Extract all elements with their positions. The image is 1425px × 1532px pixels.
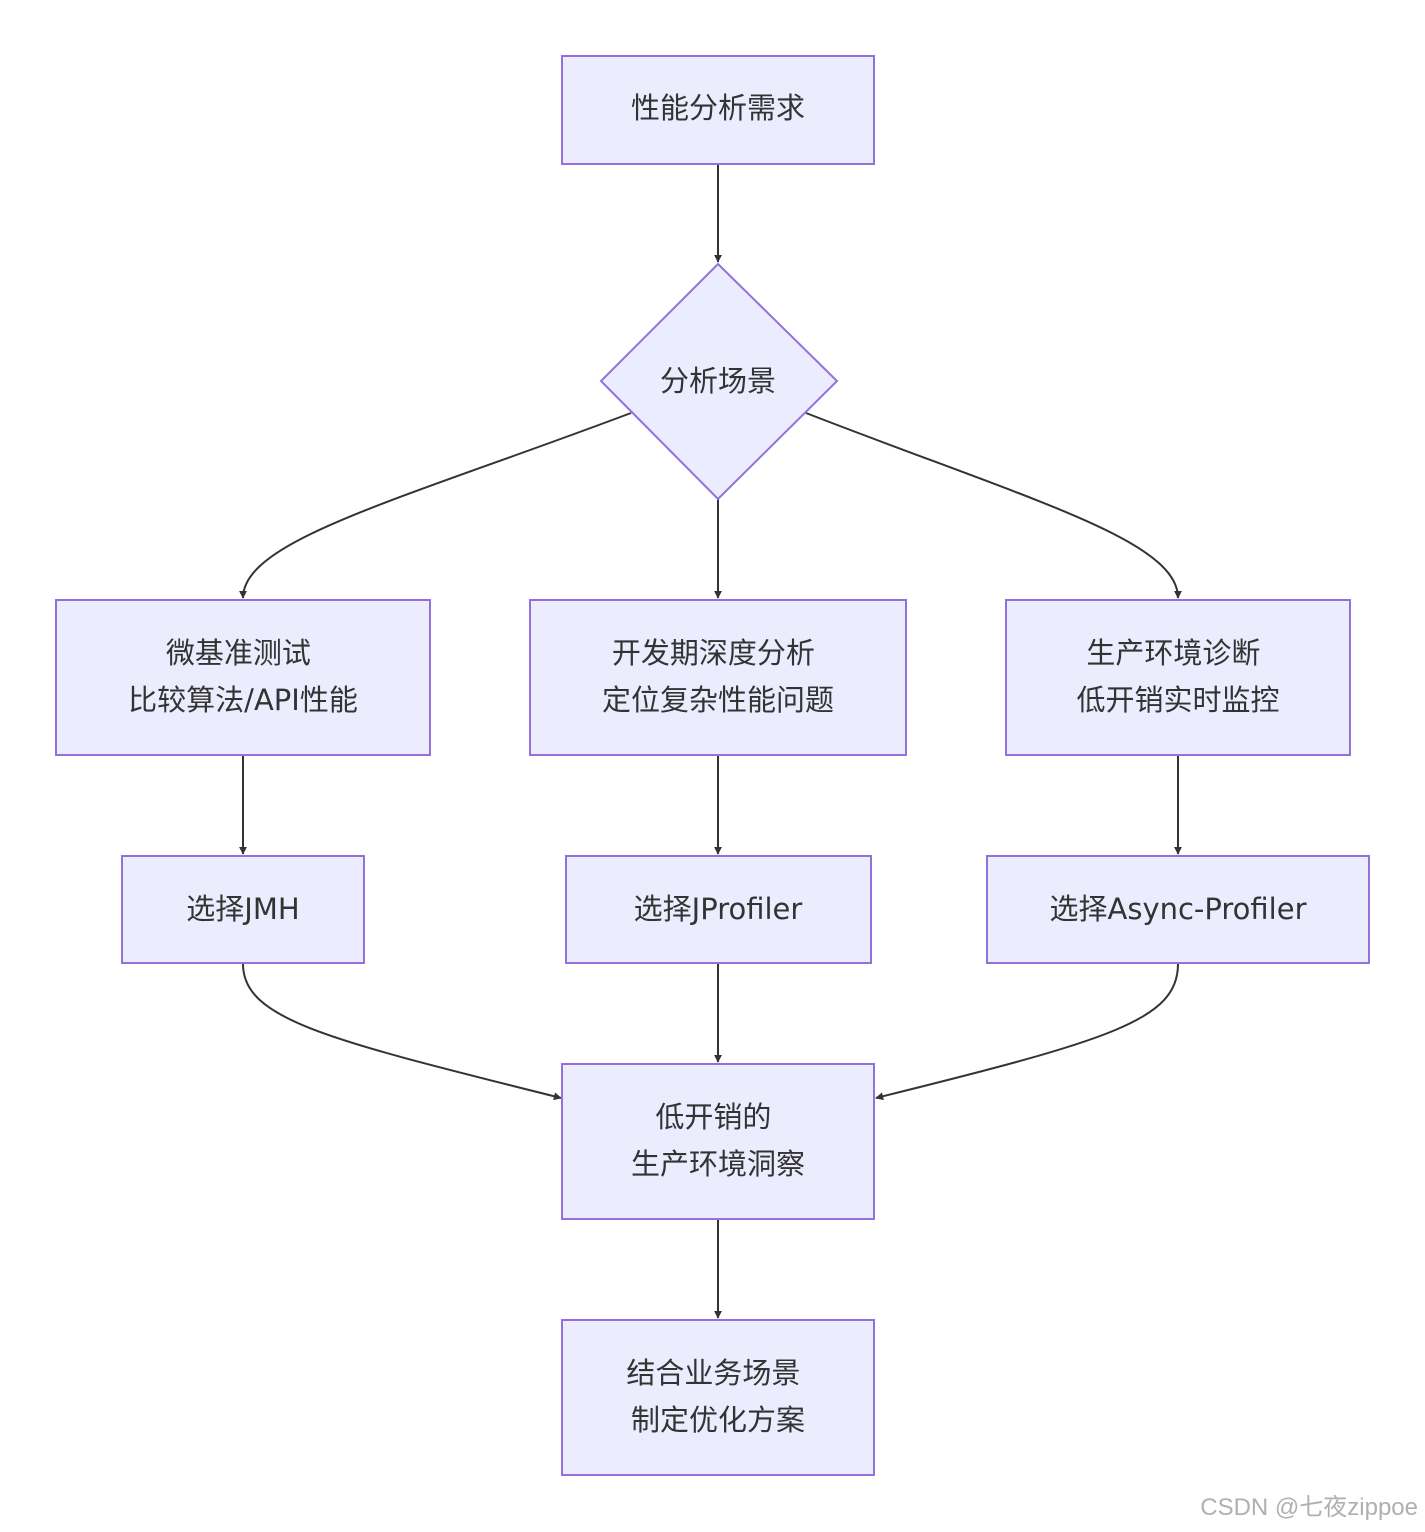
node-insight-line-1: 低开销的	[655, 1100, 771, 1134]
node-plan: 结合业务场景 制定优化方案	[561, 1319, 875, 1476]
node-choose-jprofiler-label: 选择JProfiler	[634, 892, 803, 926]
node-start: 性能分析需求	[561, 55, 875, 165]
node-dev-analysis: 开发期深度分析 定位复杂性能问题	[529, 599, 907, 756]
node-start-label: 性能分析需求	[631, 91, 805, 125]
node-choose-async-profiler-label: 选择Async-Profiler	[1050, 892, 1307, 926]
node-plan-line-1: 结合业务场景	[626, 1356, 800, 1390]
edge-decision-to-prod-diagnosis	[805, 412, 1182, 599]
node-choose-jmh-line-1: 选择JMH	[186, 892, 299, 926]
node-dev-analysis-line-1: 开发期深度分析	[612, 636, 815, 670]
node-choose-jmh: 选择JMH	[121, 855, 365, 964]
node-choose-async-profiler-line-1: 选择Async-Profiler	[1050, 892, 1307, 926]
node-choose-jprofiler: 选择JProfiler	[565, 855, 872, 964]
node-micro-benchmark: 微基准测试 比较算法/API性能	[55, 599, 431, 756]
node-dev-analysis-label: 开发期深度分析 定位复杂性能问题	[602, 636, 834, 717]
node-prod-diagnosis-line-1: 生产环境诊断	[1086, 636, 1260, 670]
node-choose-jmh-label: 选择JMH	[186, 892, 299, 926]
edge-decision-to-micro-benchmark	[239, 412, 632, 599]
watermark-text: CSDN @七夜zippoe	[1200, 1494, 1418, 1521]
node-prod-diagnosis: 生产环境诊断 低开销实时监控	[1005, 599, 1351, 756]
node-decision-line-1: 分析场景	[660, 364, 776, 398]
node-insight: 低开销的 生产环境洞察	[561, 1063, 875, 1220]
edge-jmh-to-insight	[242, 963, 562, 1101]
node-choose-jprofiler-line-1: 选择JProfiler	[634, 892, 803, 926]
edges	[239, 165, 1182, 1319]
node-plan-line-2: 制定优化方案	[631, 1403, 805, 1437]
node-prod-diagnosis-line-2: 低开销实时监控	[1076, 683, 1279, 717]
edge-async-profiler-to-insight	[875, 963, 1179, 1101]
node-micro-benchmark-label: 微基准测试 比较算法/API性能	[128, 636, 358, 717]
node-micro-benchmark-line-2: 比较算法/API性能	[128, 683, 358, 717]
node-micro-benchmark-line-1: 微基准测试	[166, 636, 311, 670]
node-dev-analysis-line-2: 定位复杂性能问题	[602, 683, 834, 717]
node-prod-diagnosis-label: 生产环境诊断 低开销实时监控	[1076, 636, 1279, 717]
node-decision: 分析场景	[599, 262, 839, 501]
node-choose-async-profiler: 选择Async-Profiler	[986, 855, 1370, 964]
node-start-line-1: 性能分析需求	[631, 91, 805, 125]
node-plan-label: 结合业务场景 制定优化方案	[626, 1356, 809, 1437]
node-insight-line-2: 生产环境洞察	[631, 1147, 805, 1181]
node-decision-label: 分析场景	[660, 364, 776, 398]
node-insight-label: 低开销的 生产环境洞察	[631, 1100, 805, 1181]
